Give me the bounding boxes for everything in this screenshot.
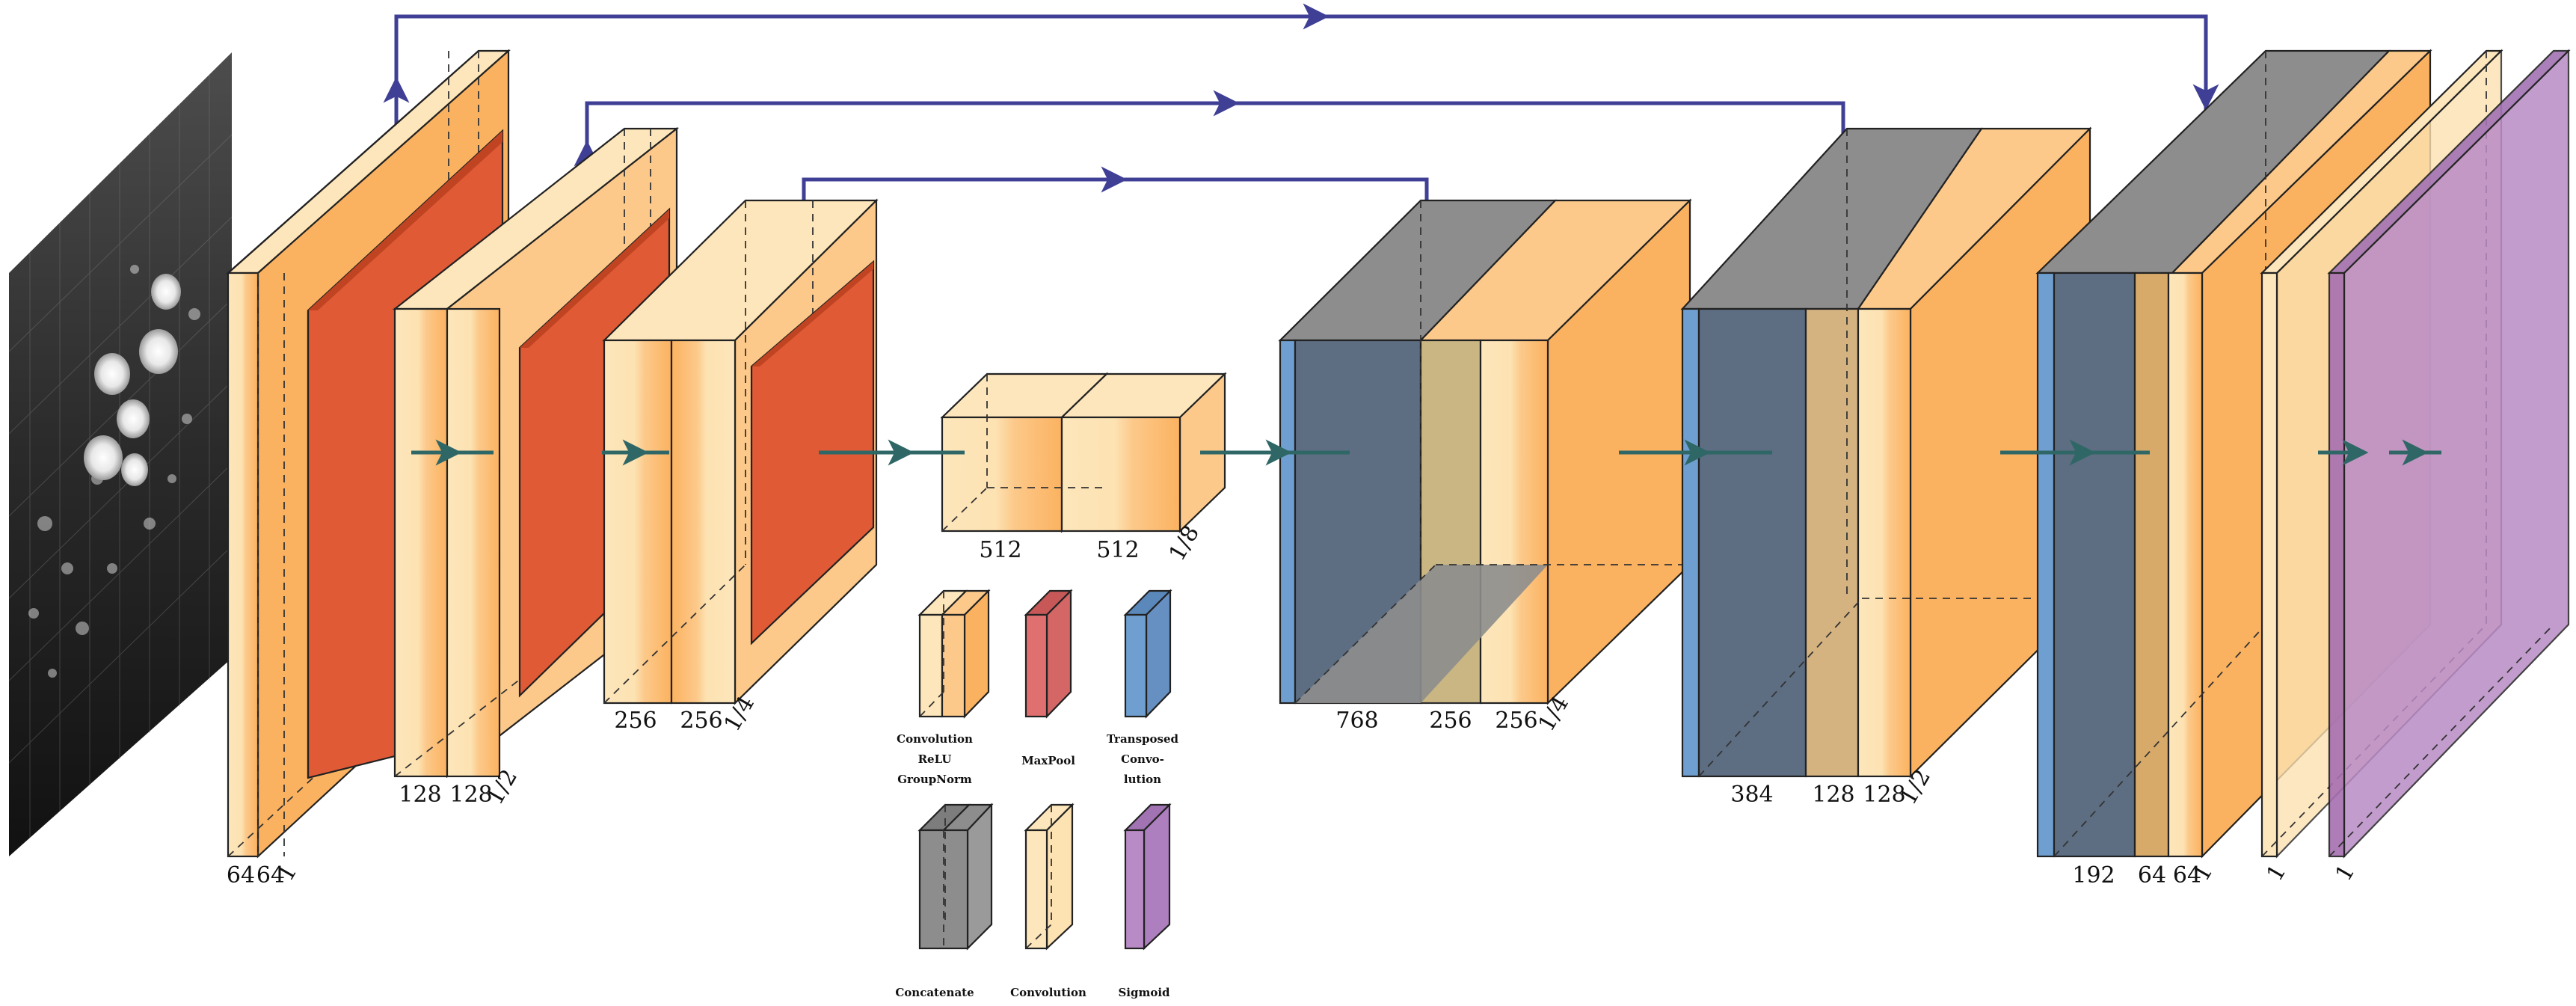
legend-concatenate-text: Concatenate (895, 986, 974, 999)
legend-conv-line2: ReLU (918, 752, 952, 766)
label-dec2-a: 128 (1812, 782, 1854, 808)
transposed-conv-3 (1279, 339, 1297, 705)
legend-sigmoid: Sigmoid (1118, 803, 1172, 999)
label-final-conv: 1 (2262, 860, 2292, 886)
sigmoid-output-block (2327, 49, 2571, 859)
legend-transposed-convolution: Transposed Convo- lution (1107, 589, 1179, 786)
legend-concatenate: Concatenate (895, 803, 994, 999)
legend-convolution-text: Convolution (1010, 986, 1086, 999)
legend-convolution: Convolution (1010, 803, 1086, 999)
concat-1 (2053, 272, 2136, 858)
label-dec1-cat: 192 (2072, 862, 2115, 889)
label-dec3-cat: 768 (1335, 708, 1378, 734)
label-dec3-a: 256 (1429, 708, 1472, 734)
label-bot-b: 512 (1096, 537, 1139, 563)
legend-conv-relu-groupnorm: Convolution ReLU GroupNorm (897, 589, 991, 786)
skip-arrow-level3 (802, 177, 1429, 269)
maxpool-block-3 (750, 260, 875, 645)
legend: Convolution ReLU GroupNorm MaxPool Trans… (895, 589, 1179, 999)
legend-transposed-line1: Transposed (1107, 732, 1179, 746)
input-image (8, 52, 233, 856)
legend-transposed-line2: Convo- (1121, 752, 1164, 766)
legend-maxpool-text: MaxPool (1021, 754, 1075, 767)
label-enc1-b: 64 (256, 862, 285, 889)
label-bot-a: 512 (979, 537, 1021, 563)
label-enc1-a: 64 (227, 862, 255, 889)
legend-conv-line1: Convolution (897, 732, 973, 746)
label-dec1-b: 64 (2173, 862, 2201, 889)
label-dec2-b: 128 (1863, 782, 1905, 808)
legend-conv-line3: GroupNorm (897, 773, 972, 786)
label-enc2-a: 128 (399, 782, 441, 808)
label-dec3-b: 256 (1495, 708, 1537, 734)
label-enc3-a: 256 (614, 708, 657, 734)
bottleneck-block (940, 372, 1227, 533)
label-dec1-a: 64 (2138, 862, 2166, 889)
transposed-conv-1 (2036, 272, 2056, 858)
decoder-block-3 (1278, 198, 1692, 705)
label-dec2-cat: 384 (1730, 782, 1773, 808)
label-sigmoid-out: 1 (2331, 860, 2361, 886)
concat-2 (1697, 307, 1807, 778)
label-enc2-b: 128 (449, 782, 492, 808)
label-enc3-b: 256 (680, 708, 722, 734)
legend-maxpool: MaxPool (1021, 589, 1075, 767)
transposed-conv-2 (1681, 307, 1700, 778)
legend-sigmoid-text: Sigmoid (1118, 986, 1170, 999)
legend-transposed-line3: lution (1124, 773, 1161, 786)
encoder-block-3 (602, 198, 879, 705)
